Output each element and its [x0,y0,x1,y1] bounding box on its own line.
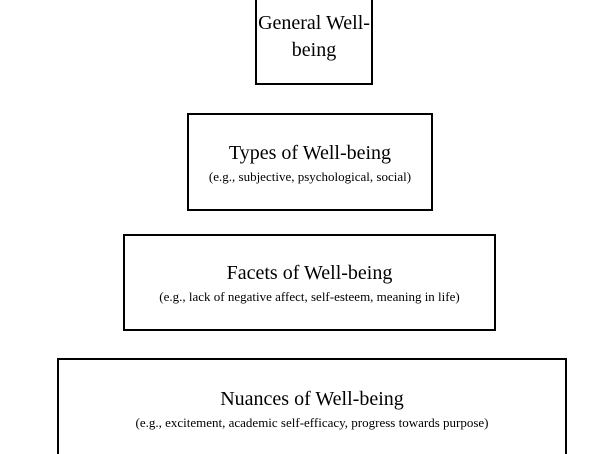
level-subtitle-types-examples: (e.g., subjective, psychological, social… [208,168,412,184]
level-box-nuances-of-wellbeing: Nuances of Well-being (e.g., excitement,… [57,358,567,454]
level-title-types: Types of Well-being [228,141,392,164]
level-subtitle-facets-examples: (e.g., lack of negative affect, self-est… [159,289,460,304]
level-subtitle-nuances-examples: (e.g., excitement, academic self-efficac… [135,414,489,430]
level-box-types-of-wellbeing: Types of Well-being (e.g., subjective, p… [187,113,433,211]
level-title-nuances: Nuances of Well-being [220,387,404,410]
level-box-facets-of-wellbeing: Facets of Well-being (e.g., lack of nega… [123,234,496,331]
level-title-general: General Well-being [258,11,370,61]
level-title-facets: Facets of Well-being [226,262,393,284]
level-box-general-wellbeing: General Well-being [255,0,373,85]
